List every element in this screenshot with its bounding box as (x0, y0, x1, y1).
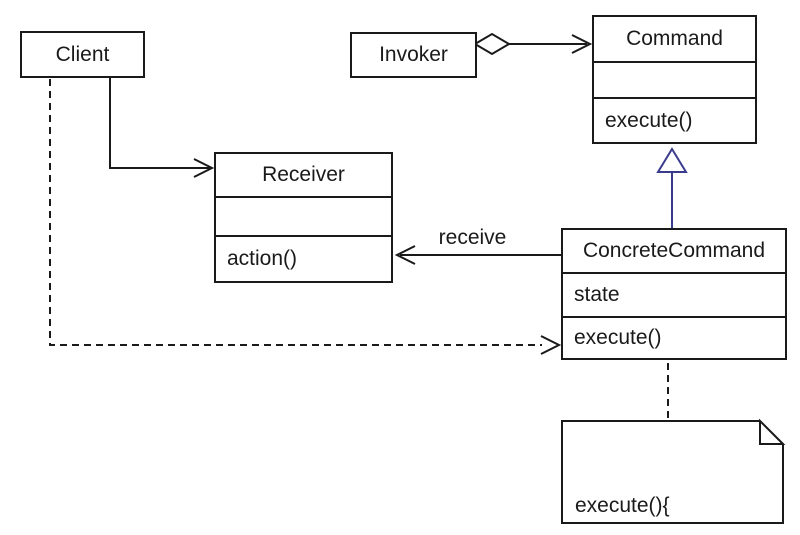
concrete-receiver-arrowhead-icon (394, 245, 416, 265)
class-box-concrete-command: ConcreteCommand state execute() (561, 228, 787, 360)
command-attributes-compartment (594, 61, 755, 97)
note-fold-icon (759, 418, 786, 445)
note-shape (561, 420, 784, 524)
class-name-receiver: Receiver (262, 163, 345, 186)
command-methods-compartment: execute() (594, 97, 755, 142)
concrete-command-methods-compartment: execute() (563, 316, 785, 358)
aggregation-diamond-icon (473, 32, 511, 56)
note-line-1: execute(){ (575, 494, 670, 517)
class-name-command: Command (626, 27, 723, 50)
class-box-client: Client (20, 31, 145, 78)
class-box-command: Command execute() (592, 15, 757, 144)
client-receiver-association-line (109, 78, 210, 169)
association-label-receive: receive (438, 226, 507, 249)
invoker-command-arrowhead-icon (571, 34, 593, 54)
class-name-invoker: Invoker (379, 43, 448, 66)
class-box-receiver: Receiver action() (214, 152, 393, 283)
client-receiver-arrowhead-icon (193, 158, 215, 178)
class-name-client: Client (55, 42, 110, 66)
class-name-concrete-command: ConcreteCommand (582, 239, 766, 262)
receiver-attributes-compartment (216, 196, 391, 235)
client-concrete-dependency-line (49, 79, 542, 346)
client-concrete-arrowhead-icon (540, 335, 562, 355)
inheritance-triangle-icon (656, 147, 688, 173)
note-text: execute(){ receiver.action() } (575, 433, 724, 535)
class-box-invoker: Invoker (350, 32, 477, 78)
receiver-methods-compartment: action() (216, 235, 391, 281)
concrete-command-attributes-compartment: state (563, 272, 785, 316)
